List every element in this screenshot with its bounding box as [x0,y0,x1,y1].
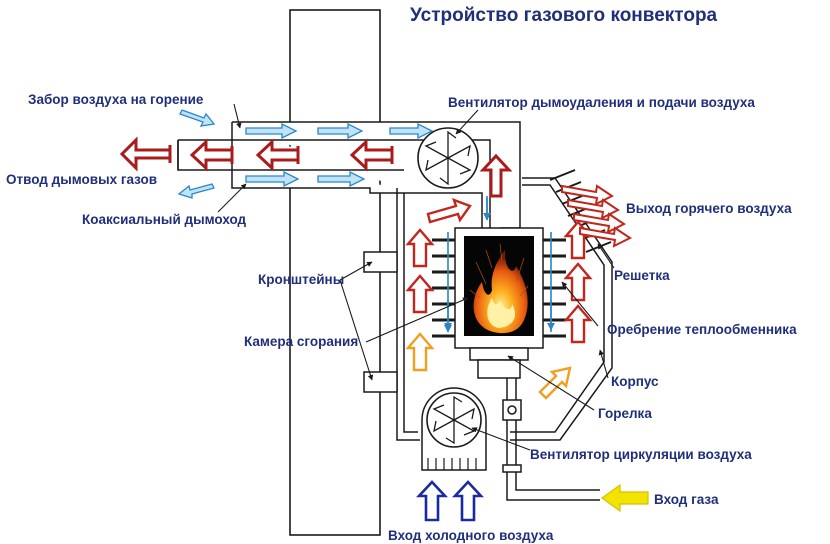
flame-icon [469,243,529,334]
label-hot-air-outlet: Выход горячего воздуха [626,201,792,216]
label-circulation-fan: Вентилятор циркуляции воздуха [530,447,752,462]
label-smoke-fan: Вентилятор дымоудаления и подачи воздуха [448,95,755,110]
gas-valve [502,399,522,421]
gas-arrow [600,483,649,513]
fan-icon [417,127,479,189]
label-cold-air-inlet: Вход холодного воздуха [388,528,554,543]
label-housing: Корпус [611,374,659,389]
label-flue-exhaust: Отвод дымовых газов [6,172,157,187]
fan-icon [426,392,482,448]
air-arrows [177,109,434,199]
burner-base [477,359,521,379]
label-coaxial-flue: Коаксиальный дымоход [82,212,247,227]
label-burner: Горелка [598,406,652,421]
burner [469,347,529,361]
gas-pipe [506,378,600,501]
circulation-fan-teeth [427,458,477,470]
label-gas-inlet: Вход газа [654,492,719,507]
label-combustion-chamber: Камера сгорания [244,334,358,349]
diagram-title: Устройство газового конвектора [410,5,718,26]
bracket-bottom [363,371,398,393]
gas-valve-knob [507,405,517,415]
leader-lines [217,103,615,451]
gas-fitting [502,464,522,473]
label-brackets: Кронштейны [258,272,344,287]
cold-air-arrows [416,480,484,522]
heat-exchanger-fins [432,238,566,338]
warm-air-arrows [405,332,572,400]
label-fins: Оребрение теплообменника [607,322,797,337]
housing-right [510,177,613,441]
label-grille: Решетка [614,268,670,283]
flue-gas-arrows [119,136,513,198]
bracket-top [363,251,398,273]
hot-air-outlet-arrows [561,184,632,248]
housing-outline [396,188,420,441]
label-air-intake: Забор воздуха на горение [28,92,204,107]
